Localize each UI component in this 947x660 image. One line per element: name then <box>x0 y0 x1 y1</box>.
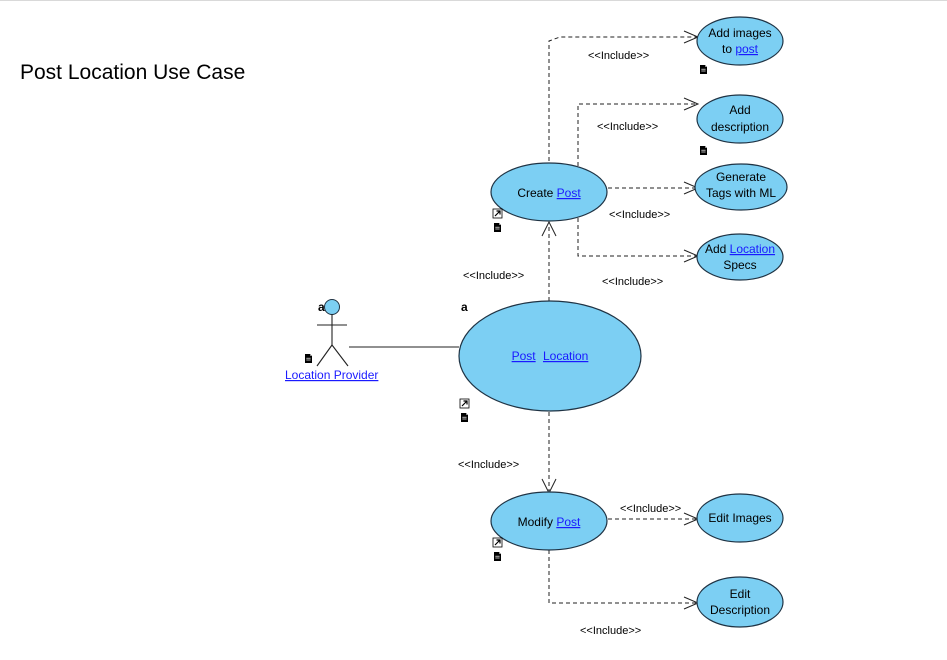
location-link[interactable]: Location <box>730 242 775 256</box>
add-images-to-text: to <box>722 42 735 56</box>
use-case-create-post[interactable]: Create Post <box>490 162 608 233</box>
edit-description-line1: Edit <box>730 587 751 601</box>
include-label: <<Include>> <box>588 50 649 62</box>
include-edge-add-description <box>577 103 697 166</box>
use-case-add-location-specs[interactable]: Add Location Specs <box>696 233 784 281</box>
use-case-post-location-label[interactable]: Post Location <box>512 349 589 363</box>
use-case-modify-post[interactable]: Modify Post <box>490 491 608 562</box>
include-label: <<Include>> <box>458 459 519 471</box>
link-arrow-icon[interactable] <box>492 537 503 548</box>
include-edge-edit-description <box>548 550 697 604</box>
document-icon <box>699 64 708 75</box>
add-description-line2: description <box>711 120 769 134</box>
create-post-text: Create <box>517 186 556 200</box>
document-icon <box>493 551 502 562</box>
include-label: <<Include>> <box>609 209 670 221</box>
include-label: <<Include>> <box>602 276 663 288</box>
add-description-line1: Add <box>729 103 750 117</box>
include-label: <<Include>> <box>463 270 524 282</box>
use-case-post-location-shape[interactable] <box>458 300 642 412</box>
actor-head <box>324 299 340 315</box>
include-arrowhead <box>683 97 700 111</box>
actor-name-link[interactable]: Location Provider <box>285 368 378 382</box>
generate-tags-line1: Generate <box>716 170 766 184</box>
use-case-add-description[interactable]: Add description <box>696 94 784 156</box>
use-case-generate-tags[interactable]: Generate Tags with ML <box>694 163 788 211</box>
include-label: <<Include>> <box>580 625 641 637</box>
use-case-edit-description[interactable]: Edit Description <box>696 576 784 628</box>
document-icon <box>460 412 469 423</box>
use-case-add-images-shape[interactable] <box>696 16 784 66</box>
add-images-line1: Add images <box>708 26 771 40</box>
document-icon <box>699 145 708 156</box>
post-link[interactable]: Post <box>512 349 537 363</box>
include-label: <<Include>> <box>620 503 681 515</box>
use-case-add-images[interactable]: Add images to post <box>696 16 784 75</box>
include-edge-add-images <box>548 36 697 161</box>
actor-left-leg <box>316 344 333 367</box>
include-edge-add-location-specs <box>577 211 697 257</box>
use-case-modify-post-label: Modify Post <box>518 515 581 529</box>
use-case-edit-images-shape[interactable] <box>696 493 784 543</box>
add-location-specs-line2: Specs <box>723 258 756 272</box>
document-icon <box>493 222 502 233</box>
add-location-specs-line1: Add Location <box>705 242 775 256</box>
use-case-add-description-shape[interactable] <box>696 94 784 144</box>
use-case-edit-images[interactable]: Edit Images <box>696 493 784 543</box>
link-arrow-icon[interactable] <box>492 208 503 219</box>
document-icon <box>304 353 313 364</box>
link-arrow-icon[interactable] <box>459 398 470 409</box>
use-case-add-location-specs-shape[interactable] <box>696 233 784 281</box>
add-location-text: Add <box>705 242 730 256</box>
use-case-create-post-shape[interactable] <box>490 162 608 222</box>
edit-description-line2: Description <box>710 603 770 617</box>
use-case-modify-post-shape[interactable] <box>490 491 608 551</box>
diagram-title: Post Location Use Case <box>20 61 246 84</box>
actor-location-provider[interactable]: a Location Provider <box>285 299 378 383</box>
use-case-edit-description-shape[interactable] <box>696 576 784 628</box>
include-label: <<Include>> <box>597 121 658 133</box>
actor-mark: a <box>318 300 325 314</box>
edit-images-line1: Edit Images <box>708 511 771 525</box>
actor-right-leg <box>331 344 349 367</box>
include-arrowhead <box>541 220 557 237</box>
add-images-line2: to post <box>722 42 759 56</box>
post-link[interactable]: post <box>735 42 758 56</box>
post-link[interactable]: Post <box>557 186 582 200</box>
post-link[interactable]: Post <box>556 515 581 529</box>
use-case-generate-tags-shape[interactable] <box>694 163 788 211</box>
use-case-mark: a <box>461 300 468 314</box>
modify-post-text: Modify <box>518 515 557 529</box>
use-case-create-post-label: Create Post <box>517 186 581 200</box>
location-link[interactable]: Location <box>543 349 588 363</box>
use-case-post-location[interactable]: a Post Location <box>458 300 642 423</box>
generate-tags-line2: Tags with ML <box>706 186 776 200</box>
